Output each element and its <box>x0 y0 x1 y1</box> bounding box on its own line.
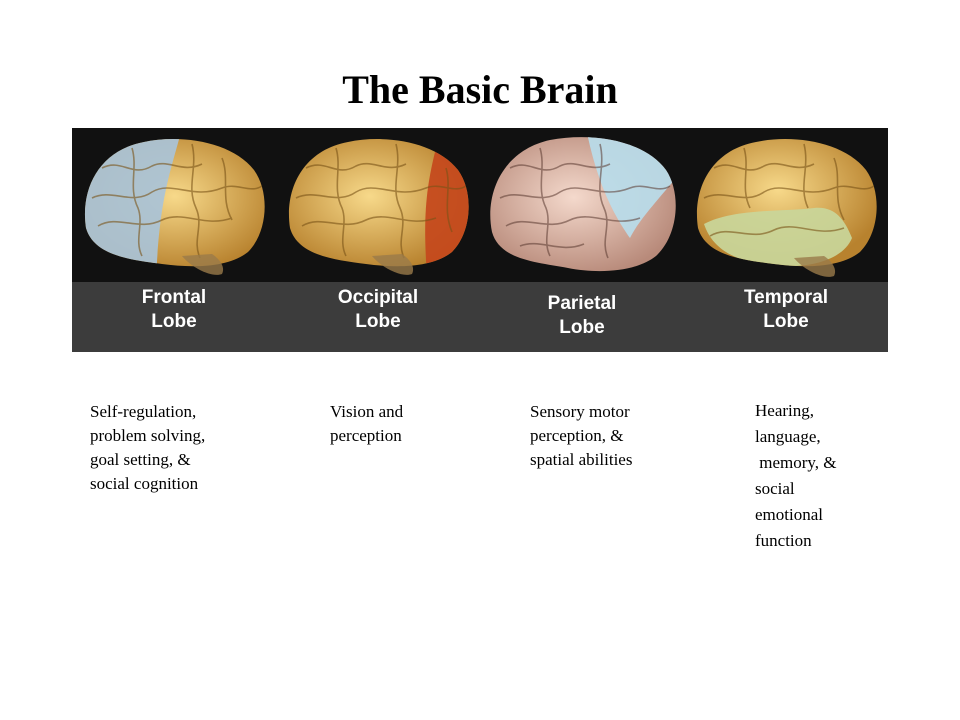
frontal-lobe-label: Frontal Lobe <box>141 287 207 332</box>
frontal-lobe-panel: Frontal Lobe <box>72 128 276 352</box>
occipital-description: Vision and perception <box>330 402 404 445</box>
parietal-description: Sensory motor perception, & spatial abil… <box>530 402 633 469</box>
parietal-brain-illustration <box>490 137 676 272</box>
occipital-label-band <box>276 282 480 352</box>
temporal-lobe-panel: Temporal Lobe <box>684 128 888 352</box>
page-title: The Basic Brain <box>342 67 618 112</box>
occipital-brain-illustration <box>288 139 469 275</box>
temporal-label-band <box>684 282 888 352</box>
frontal-description: Self-regulation, problem solving, goal s… <box>90 402 206 493</box>
frontal-brain-illustration <box>84 139 265 275</box>
parietal-lobe-label: Parietal Lobe <box>547 293 617 338</box>
parietal-label-band <box>480 282 684 352</box>
frontal-label-band <box>72 282 276 352</box>
temporal-lobe-label: Temporal Lobe <box>743 287 829 332</box>
occipital-lobe-panel: Occipital Lobe <box>276 128 480 352</box>
temporal-description: Hearing, language, memory, & social emot… <box>755 401 837 550</box>
brain-lobes-image-strip: Frontal Lobe <box>72 128 888 352</box>
occipital-lobe-label: Occipital Lobe <box>337 287 419 332</box>
temporal-brain-illustration <box>696 139 877 277</box>
parietal-lobe-panel: Parietal Lobe <box>480 128 684 352</box>
